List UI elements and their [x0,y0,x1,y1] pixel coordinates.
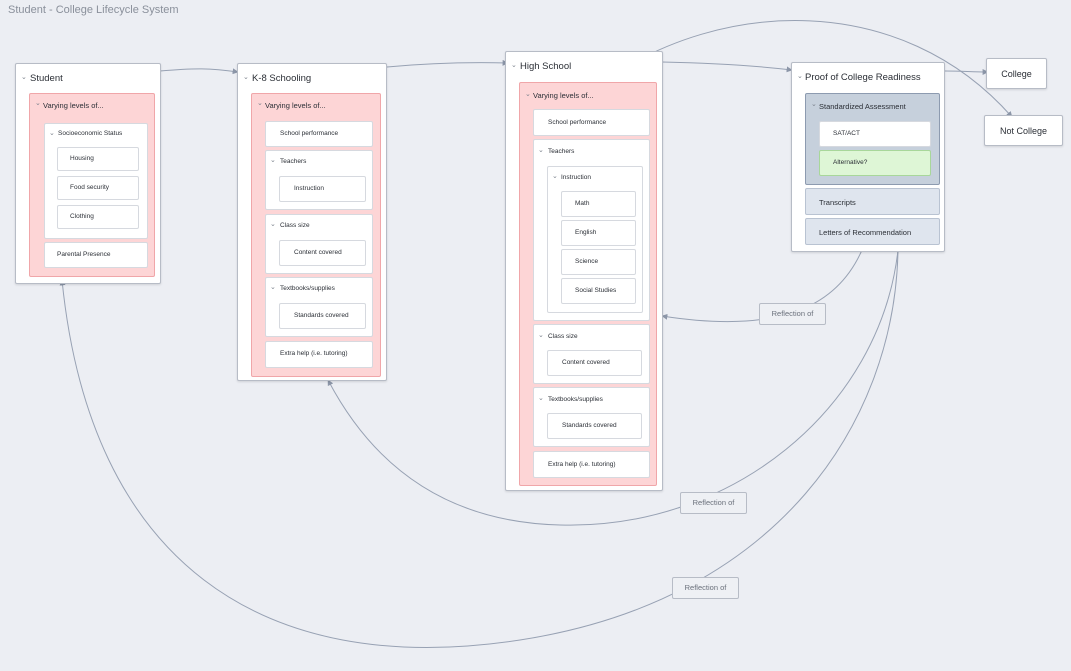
not-college-node[interactable]: Not College [984,115,1063,146]
edge-reflection-student [59,249,899,648]
page-title: Student - College Lifecycle System [8,4,179,16]
hs-extra-help[interactable]: Extra help (i.e. tutoring) [533,451,650,478]
reflection-label[interactable]: Reflection of [759,303,826,325]
hs-standards-covered[interactable]: Standards covered [547,413,642,439]
edge-reflection-k8 [327,249,899,526]
student-title: Student [30,73,63,84]
chevron-down-icon[interactable]: ⌄ [35,100,41,107]
chevron-down-icon[interactable]: ⌄ [270,157,276,164]
reflection-label[interactable]: Reflection of [680,492,747,514]
socio-item-housing[interactable]: Housing [57,147,139,171]
socio-item-food[interactable]: Food security [57,176,139,200]
transcripts[interactable]: Transcripts [805,188,940,215]
edge-readiness-college [944,68,989,75]
hs-teachers[interactable]: ⌄ Teachers ⌄ Instruction Math English Sc… [533,139,650,321]
readiness-title: Proof of College Readiness [805,72,921,83]
alternative-assessment[interactable]: Alternative? [819,150,931,176]
k8-varying-group[interactable]: ⌄ Varying levels of... School performanc… [251,93,381,377]
chevron-down-icon[interactable]: ⌄ [257,100,263,107]
hs-textbooks[interactable]: ⌄ Textbooks/supplies Standards covered [533,387,650,447]
chevron-down-icon[interactable]: ⌄ [525,91,531,98]
student-node[interactable]: ⌄ Student ⌄ Varying levels of... ⌄ Socio… [15,63,161,284]
k8-standards-covered[interactable]: Standards covered [279,303,366,329]
chevron-down-icon[interactable]: ⌄ [511,62,517,69]
chevron-down-icon[interactable]: ⌄ [538,147,544,154]
student-group-title: Varying levels of... [43,101,104,110]
high-school-node[interactable]: ⌄ High School ⌄ Varying levels of... Sch… [505,51,663,491]
chevron-down-icon[interactable]: ⌄ [270,221,276,228]
k8-content-covered[interactable]: Content covered [279,240,366,266]
edge-student-k8 [159,68,239,75]
hs-instruction[interactable]: ⌄ Instruction Math English Science Socia… [547,166,643,313]
chevron-down-icon[interactable]: ⌄ [552,173,558,180]
hs-group-title: Varying levels of... [533,91,594,100]
socio-title: Socioeconomic Status [58,130,123,137]
hs-subject-math[interactable]: Math [561,191,636,217]
hs-varying-group[interactable]: ⌄ Varying levels of... School performanc… [519,82,657,486]
letters-of-recommendation[interactable]: Letters of Recommendation [805,218,940,245]
socio-group[interactable]: ⌄ Socioeconomic Status Housing Food secu… [44,123,148,239]
hs-content-covered[interactable]: Content covered [547,350,642,376]
hs-subject-social-studies[interactable]: Social Studies [561,278,636,304]
k8-class-size[interactable]: ⌄ Class size Content covered [265,214,373,274]
k8-node[interactable]: ⌄ K-8 Schooling ⌄ Varying levels of... S… [237,63,387,381]
k8-group-title: Varying levels of... [265,101,326,110]
parental-presence[interactable]: Parental Presence [44,242,148,268]
chevron-down-icon[interactable]: ⌄ [21,74,27,81]
k8-title: K-8 Schooling [252,73,312,84]
chevron-down-icon[interactable]: ⌄ [797,73,803,80]
chevron-down-icon[interactable]: ⌄ [49,130,55,137]
readiness-node[interactable]: ⌄ Proof of College Readiness ⌄ Standardi… [791,62,945,252]
socio-item-clothing[interactable]: Clothing [57,205,139,229]
hs-school-performance[interactable]: School performance [533,109,650,136]
student-varying-group[interactable]: ⌄ Varying levels of... ⌄ Socioeconomic S… [29,93,155,277]
high-school-title: High School [520,61,572,72]
k8-school-performance[interactable]: School performance [265,121,373,147]
college-node[interactable]: College [986,58,1047,89]
sat-act[interactable]: SAT/ACT [819,121,931,147]
chevron-down-icon[interactable]: ⌄ [243,74,249,81]
chevron-down-icon[interactable]: ⌄ [538,395,544,402]
chevron-down-icon[interactable]: ⌄ [538,332,544,339]
chevron-down-icon[interactable]: ⌄ [811,101,817,108]
hs-subject-english[interactable]: English [561,220,636,246]
reflection-label[interactable]: Reflection of [672,577,739,599]
edge-k8-hs [386,59,509,68]
chevron-down-icon[interactable]: ⌄ [270,284,276,291]
k8-teachers[interactable]: ⌄ Teachers Instruction [265,150,373,210]
standardized-assessment[interactable]: ⌄ Standardized Assessment SAT/ACT Altern… [805,93,940,185]
k8-textbooks[interactable]: ⌄ Textbooks/supplies Standards covered [265,277,373,337]
hs-subject-science[interactable]: Science [561,249,636,275]
k8-extra-help[interactable]: Extra help (i.e. tutoring) [265,341,373,368]
hs-class-size[interactable]: ⌄ Class size Content covered [533,324,650,384]
k8-instruction[interactable]: Instruction [279,176,366,202]
edge-hs-readiness [661,61,793,73]
